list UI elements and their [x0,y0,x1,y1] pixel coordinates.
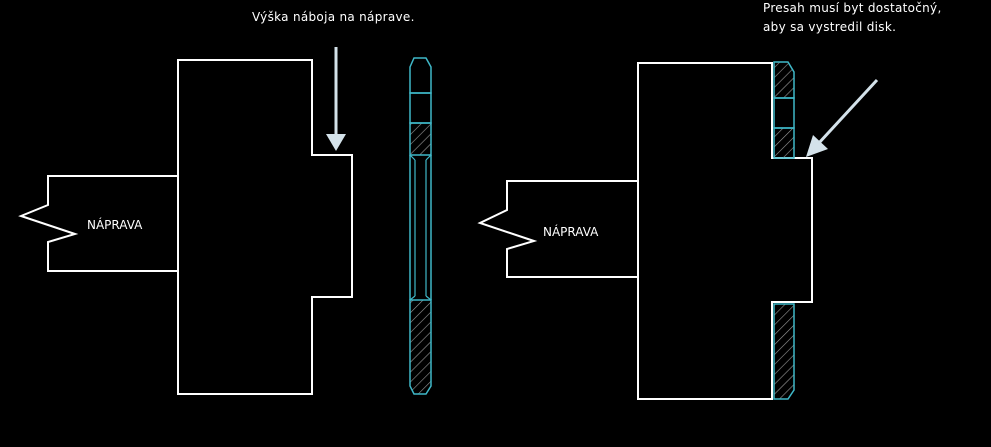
left-axle-label: NÁPRAVA [87,217,143,232]
left-hub-outline [177,59,353,395]
left-note: Výška náboja na náprave. [252,10,415,24]
left-arrow [326,47,346,151]
right-arrow [806,78,879,157]
left-axle-outline [18,175,178,272]
right-axle-outline [477,180,638,278]
right-note-line1: Presah musí byt dostatočný, [763,1,942,15]
right-note-line2: aby sa vystredil disk. [763,20,896,34]
right-axle-label: NÁPRAVA [543,224,599,239]
left-view: NÁPRAVA Výška náboja na náprave. [18,10,432,395]
right-brake-disc [773,61,795,400]
left-brake-disc [409,57,432,395]
right-view: NÁPRAVA Presah musí byt dostatočný, aby … [477,1,942,400]
right-hub-outline [637,62,813,400]
